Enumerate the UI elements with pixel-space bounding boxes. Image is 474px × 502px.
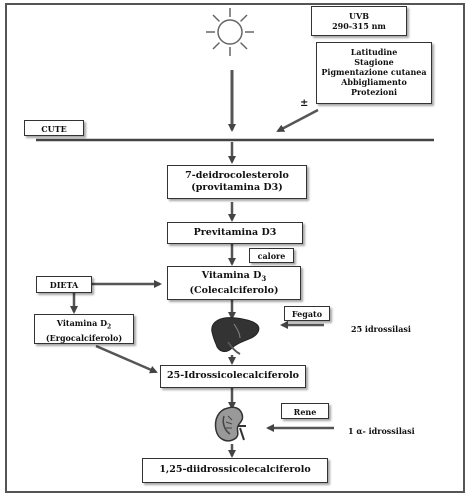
arrow-vitd2-25idrossi xyxy=(95,344,158,374)
plus-minus-label: ± xyxy=(300,98,309,109)
fegato-label: Fegato xyxy=(291,309,323,319)
cute-box: CUTE xyxy=(24,120,84,136)
uvb-label: UVB xyxy=(349,11,369,21)
vitd3-name: Vitamina D3 xyxy=(168,270,300,285)
calore-label: calore xyxy=(257,251,286,261)
previtamina-box: Previtamina D3 xyxy=(167,222,303,244)
liver-icon xyxy=(211,317,260,355)
sun-icon xyxy=(206,8,254,56)
vitd3-box: Vitamina D3 (Colecalciferolo) xyxy=(167,266,301,300)
dieta-box: DIETA xyxy=(36,276,92,293)
dehydro-alias: (provitamina D3) xyxy=(191,182,283,193)
uvb-range: 290-315 nm xyxy=(332,21,386,31)
vitd3-alias: (Colecalciferolo) xyxy=(189,284,279,296)
dieta-label: DIETA xyxy=(49,280,79,290)
factor-season: Stagione xyxy=(354,57,394,67)
vitd3-sub: 3 xyxy=(261,273,267,283)
calore-box: calore xyxy=(249,248,294,263)
factor-latitude: Latitudine xyxy=(350,47,398,57)
vitd2-name: Vitamina D2 xyxy=(35,318,133,333)
vitd2-alias: (Ergocalciferolo) xyxy=(45,332,123,343)
vitd3-main: Vitamina D xyxy=(201,270,262,281)
uvb-box: UVB 290-315 nm xyxy=(311,6,407,36)
idrossi25-label: 25-Idrossicolecalciferolo xyxy=(166,370,300,381)
vitd2-main: Vitamina D xyxy=(56,318,108,328)
rene-label: Rene xyxy=(293,407,317,417)
factor-pigmentation: Pigmentazione cutanea xyxy=(321,67,427,77)
idrossilasi25-label: 25 idrossilasi xyxy=(351,324,411,334)
cute-label: CUTE xyxy=(41,124,67,134)
arrow-factors-skin xyxy=(276,108,319,133)
vitd2-box: Vitamina D2 (Ergocalciferolo) xyxy=(34,314,134,344)
previtamina-label: Previtamina D3 xyxy=(193,227,277,238)
kidney-icon xyxy=(214,406,246,442)
idrossilasi1a-label: 1 α- idrossilasi xyxy=(348,426,415,436)
dehydro-name: 7-deidrocolesterolo xyxy=(185,170,289,181)
factor-protection: Protezioni xyxy=(350,87,398,97)
diidrossi-box: 1,25-diidrossicolecalciferolo xyxy=(142,458,328,483)
vitd2-sub: 2 xyxy=(107,323,112,331)
fegato-box: Fegato xyxy=(284,306,330,321)
dehydro-box: 7-deidrocolesterolo (provitamina D3) xyxy=(167,165,307,199)
diidrossi-label: 1,25-diidrossicolecalciferolo xyxy=(159,464,311,475)
factor-clothing: Abbigliamento xyxy=(341,77,407,87)
factors-box: Latitudine Stagione Pigmentazione cutane… xyxy=(316,42,432,104)
idrossi25-box: 25-Idrossicolecalciferolo xyxy=(160,365,306,388)
rene-box: Rene xyxy=(281,403,329,419)
